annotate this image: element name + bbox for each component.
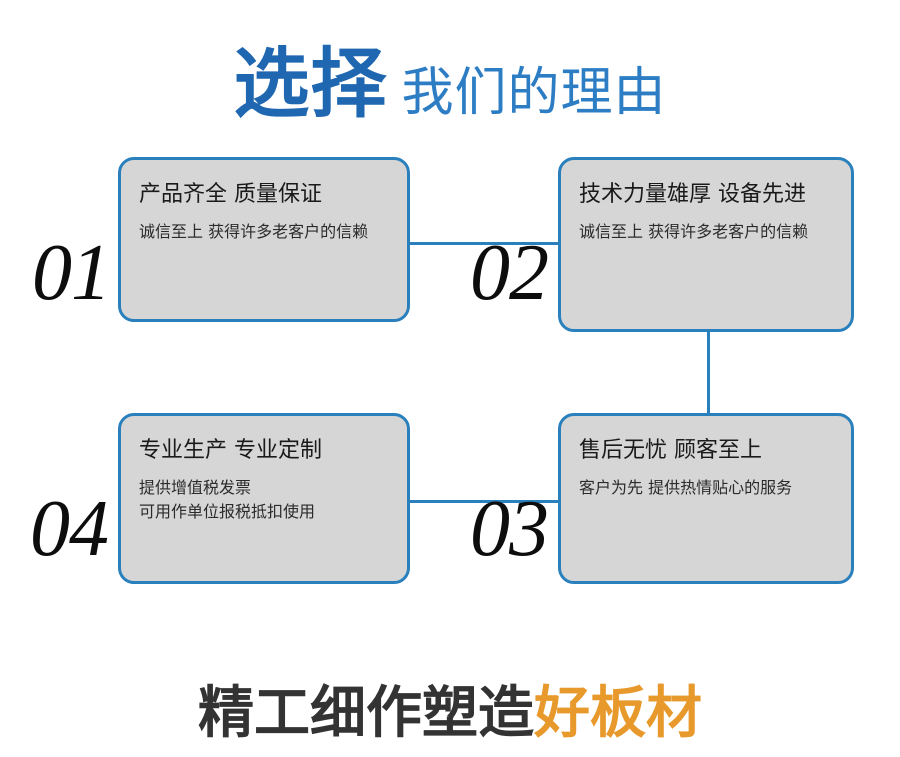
- feature-card-01: 产品齐全 质量保证 诚信至上 获得许多老客户的信赖: [118, 157, 410, 322]
- feature-card-03-number: 03: [470, 485, 549, 573]
- page-title-rest: 我们的理由: [401, 63, 667, 123]
- connector-line-01-to-02: [408, 242, 560, 245]
- feature-card-04: 专业生产 专业定制 提供增值税发票 可用作单位报税抵扣使用: [118, 413, 410, 584]
- feature-card-04-body-line-2: 可用作单位报税抵扣使用: [139, 501, 316, 521]
- feature-card-02-body: 诚信至上 获得许多老客户的信赖: [579, 222, 809, 242]
- feature-card-03: 售后无忧 顾客至上 客户为先 提供热情贴心的服务: [558, 413, 854, 584]
- connector-line-04-to-03: [408, 500, 560, 503]
- page-title: 选择我们的理由: [0, 22, 900, 132]
- feature-card-01-title: 产品齐全 质量保证: [139, 182, 322, 207]
- connector-line-02-to-03: [707, 330, 710, 414]
- feature-card-02-number: 02: [470, 229, 549, 317]
- feature-card-01-number: 01: [32, 229, 111, 317]
- feature-card-01-body: 诚信至上 获得许多老客户的信赖: [139, 222, 369, 242]
- feature-card-02: 技术力量雄厚 设备先进 诚信至上 获得许多老客户的信赖: [558, 157, 854, 332]
- feature-card-02-title: 技术力量雄厚 设备先进: [579, 182, 806, 207]
- footer-slogan-dark: 精工细作塑造: [198, 681, 534, 746]
- feature-card-04-body-line-1: 提供增值税发票: [139, 478, 252, 498]
- feature-card-04-number: 04: [30, 485, 109, 573]
- feature-card-03-title: 售后无忧 顾客至上: [579, 438, 762, 463]
- footer-slogan: 精工细作塑造好板材: [0, 668, 900, 749]
- feature-card-03-body: 客户为先 提供热情贴心的服务: [579, 478, 793, 498]
- feature-card-04-title: 专业生产 专业定制: [139, 438, 322, 463]
- page-title-emphasis: 选择: [233, 39, 388, 128]
- footer-slogan-accent: 好板材: [534, 681, 702, 746]
